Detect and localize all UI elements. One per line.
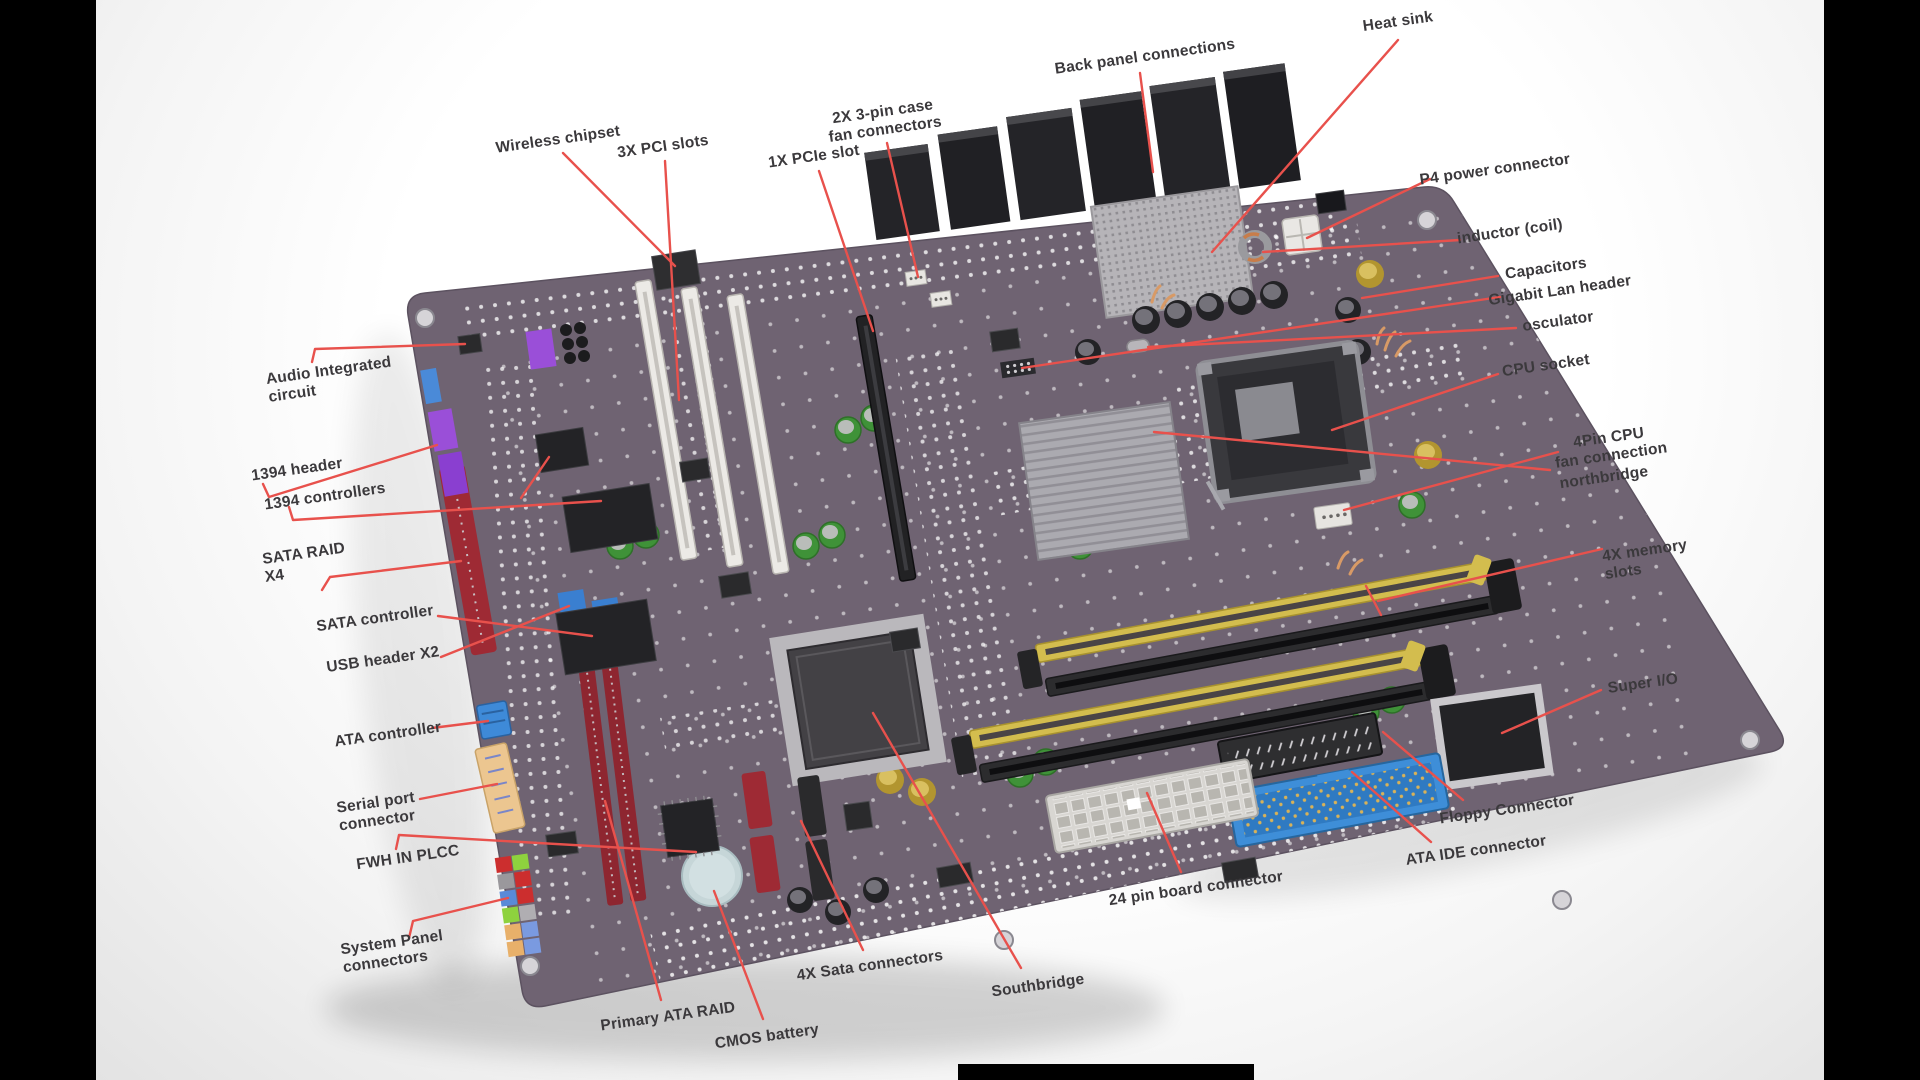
1394-headers	[420, 367, 469, 497]
bottom-black-strip	[958, 1064, 1254, 1080]
leader-gigabit	[1020, 295, 1502, 370]
p4-power-connector	[1281, 214, 1323, 256]
leader-sata4x	[799, 819, 865, 952]
sata-connectors-4x	[741, 770, 835, 901]
system-panel-connectors	[494, 853, 542, 958]
leader-24pin	[1145, 791, 1183, 874]
leader-floppy	[1381, 730, 1465, 802]
leader-northbridge	[1152, 430, 1552, 472]
leader-back-panel	[1138, 71, 1155, 174]
floppy-connector	[1217, 712, 1383, 784]
sata-controller-chip	[555, 598, 657, 676]
leader-capacitors	[1360, 274, 1500, 300]
leader-super-io	[1500, 688, 1603, 735]
leader-ata-raid	[603, 799, 663, 1002]
memory-slot-latches	[951, 554, 1522, 776]
leader-serial	[418, 782, 499, 801]
leader-p4-power	[1305, 177, 1432, 240]
copper-wires	[1150, 284, 1412, 576]
leader-usb	[439, 604, 571, 659]
small-ics	[545, 327, 1260, 889]
super-io	[1430, 683, 1554, 791]
leader-audio	[310, 342, 467, 364]
leader-memory-tick	[1364, 584, 1383, 617]
sata-raid-x4-strip	[439, 464, 497, 656]
northbridge	[1018, 400, 1190, 562]
leader-sata-controller	[436, 614, 594, 638]
wireless-chipset-chip	[651, 249, 701, 291]
pci-slots-3x	[634, 279, 790, 575]
leader-wireless	[561, 151, 677, 268]
leader-osculator	[1146, 326, 1518, 349]
inductor-coil	[1238, 230, 1272, 264]
mounting-holes	[415, 210, 1760, 976]
ata-controller	[476, 700, 512, 740]
fwh-chip	[657, 795, 722, 861]
leader-fan-conns	[885, 141, 920, 279]
ata-ide-connector	[1226, 752, 1450, 848]
leader-cpu-socket	[1330, 372, 1500, 432]
leader-sata-raid-x4	[320, 559, 463, 592]
primary-ata-raid-rails	[576, 646, 647, 906]
leader-ide	[1350, 770, 1433, 844]
cpu-fan-connector	[1313, 502, 1353, 530]
gigabit-lan-chip	[1315, 189, 1347, 215]
leader-cpu-fan	[1342, 450, 1560, 512]
leader-memory	[1376, 547, 1604, 603]
leader-heat-sink	[1210, 38, 1400, 254]
audio-integrated-circuit-chip	[457, 322, 590, 370]
cpu-socket	[1195, 340, 1377, 511]
leader-system-panel	[407, 896, 510, 940]
case-fan-connectors-2x	[904, 269, 953, 308]
leader-1394-controllers-branch	[519, 455, 551, 500]
cmos-battery	[681, 845, 743, 907]
memory-slots	[951, 554, 1522, 783]
serial-port-connector	[474, 742, 526, 834]
leader-fwh	[394, 833, 698, 854]
leader-southbridge	[871, 711, 1023, 970]
gigabit-lan-header	[1000, 357, 1036, 379]
back-panel-connectors	[864, 63, 1301, 241]
southbridge	[769, 613, 947, 787]
leader-1394-header	[261, 443, 439, 499]
leader-lines	[261, 38, 1604, 1021]
leader-1394-controllers	[287, 499, 603, 522]
leader-cmos	[712, 889, 765, 1021]
leader-ata-controller	[430, 719, 490, 730]
leader-pcie	[817, 169, 875, 333]
pcie-slot-1x	[855, 314, 917, 582]
leader-pci	[663, 159, 681, 402]
leader-inductor	[1261, 238, 1462, 254]
